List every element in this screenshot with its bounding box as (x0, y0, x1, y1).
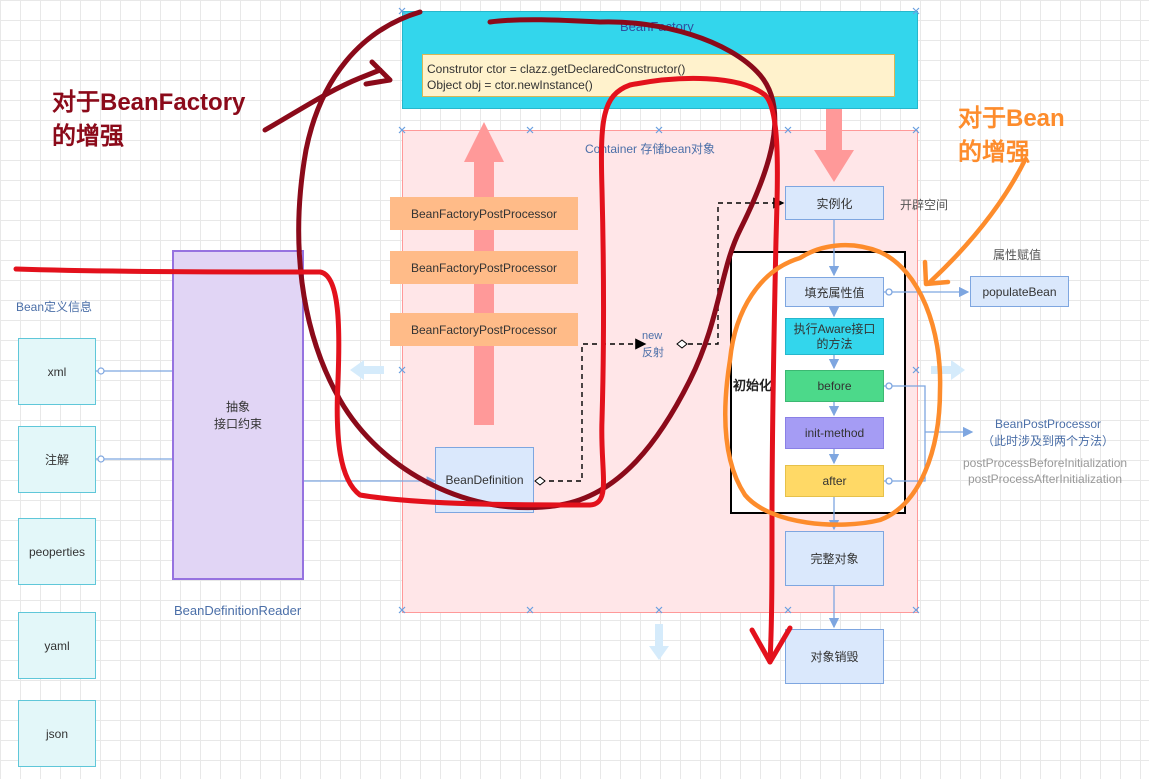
code-line-2: Object obj = ctor.newInstance() (427, 78, 593, 92)
instantiate-box: 实例化 (785, 186, 884, 220)
aware-box: 执行Aware接口 的方法 (785, 318, 884, 355)
source-properties: peoperties (18, 518, 96, 585)
beanfactory-title: BeanFactory (620, 19, 694, 34)
bpp-line2: （此时涉及到两个方法） (982, 434, 1115, 448)
definition-info-title: Bean定义信息 (16, 300, 93, 314)
source-json: json (18, 700, 96, 767)
after-box: after (785, 465, 884, 497)
reader-label: BeanDefinitionReader (174, 603, 302, 618)
reflect-line2: 反射 (642, 347, 664, 359)
bpp-line1: BeanPostProcessor (995, 417, 1102, 431)
aware-line2: 的方法 (816, 336, 853, 351)
up-arrow-head (464, 122, 504, 162)
space-label: 开辟空间 (900, 198, 949, 212)
factory-annotation-line2: 的增强 (52, 123, 124, 150)
bfpp-box-2: BeanFactoryPostProcessor (390, 251, 578, 284)
source-annotation: 注解 (18, 426, 96, 493)
populate-bean-box: populateBean (970, 276, 1069, 307)
bean-definition-box: BeanDefinition (435, 447, 534, 513)
bpp-method2: postProcessAfterInitialization (968, 472, 1123, 486)
bean-annotation-line2: 的增强 (958, 139, 1030, 166)
source-xml: xml (18, 338, 96, 405)
aware-line1: 执行Aware接口 (793, 321, 876, 336)
property-label: 属性赋值 (993, 248, 1042, 262)
reader-abstract-line2: 接口约束 (213, 417, 262, 431)
bfpp-box-3: BeanFactoryPostProcessor (390, 313, 578, 346)
fill-box: 填充属性值 (785, 277, 884, 307)
reader-box: 抽象 接口约束 (172, 250, 304, 580)
bpp-method1: postProcessBeforeInitialization (963, 456, 1128, 470)
before-box: before (785, 370, 884, 402)
code-note: Construtor ctor = clazz.getDeclaredConst… (422, 54, 895, 97)
complete-box: 完整对象 (785, 531, 884, 586)
instantiate-arrow-head (814, 150, 854, 182)
destroy-box: 对象销毁 (785, 629, 884, 684)
factory-annotation-line1: 对于BeanFactory (52, 89, 246, 116)
code-line-1: Construtor ctor = clazz.getDeclaredConst… (427, 62, 686, 76)
source-yaml: yaml (18, 612, 96, 679)
init-method-box: init-method (785, 417, 884, 449)
init-label: 初始化 (733, 378, 773, 393)
container-title: Container 存储bean对象 (585, 142, 716, 156)
reflect-line1: new (642, 330, 663, 342)
bean-annotation-line1: 对于Bean (958, 105, 1065, 132)
instantiate-arrow-shaft (826, 109, 842, 151)
bfpp-box-1: BeanFactoryPostProcessor (390, 197, 578, 230)
reader-abstract-line1: 抽象 (225, 400, 250, 414)
